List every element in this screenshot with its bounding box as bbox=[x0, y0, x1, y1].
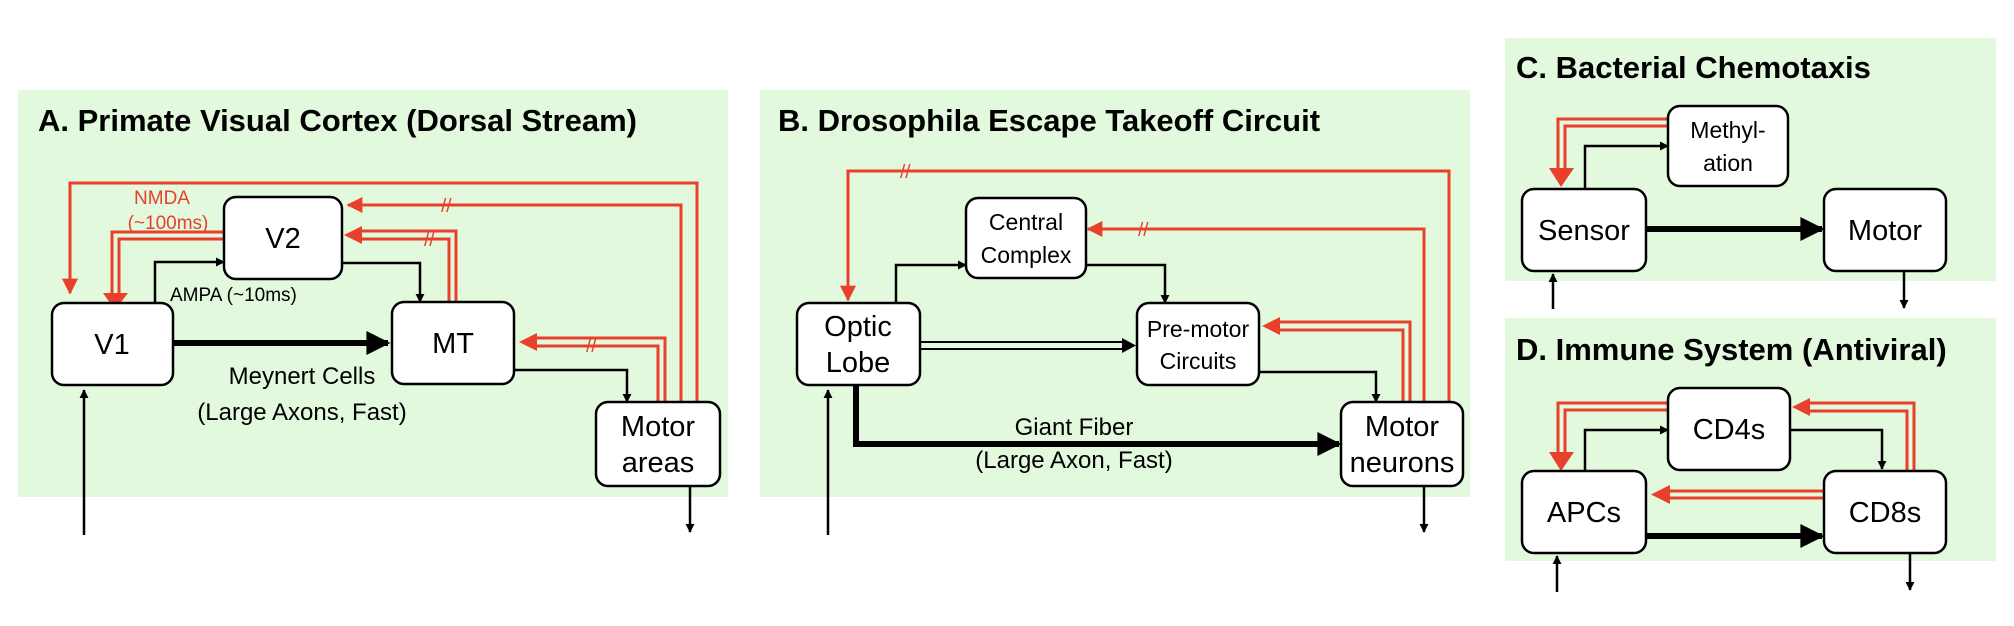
node-central-complex: Central Complex bbox=[964, 196, 1088, 280]
node-v1-label: V1 bbox=[94, 329, 129, 361]
node-mt: MT bbox=[390, 300, 516, 386]
node-methylation: Methyl- ation bbox=[1666, 104, 1790, 188]
panel-b-title: B. Drosophila Escape Takeoff Circuit bbox=[778, 103, 1320, 138]
node-motor-neurons: Motor neurons bbox=[1339, 400, 1465, 488]
edge-apcs-to-cd4s bbox=[1583, 425, 1669, 471]
meynert-sublabel: (Large Axons, Fast) bbox=[197, 399, 406, 426]
meynert-label: Meynert Cells bbox=[229, 363, 376, 390]
node-motor-neurons-label-2: neurons bbox=[1350, 447, 1455, 479]
node-motor-label: Motor bbox=[1848, 215, 1922, 247]
delay-mark-motor-v2: // bbox=[441, 196, 452, 217]
node-sensor: Sensor bbox=[1520, 187, 1648, 273]
delay-mark-motor-mt: // bbox=[586, 336, 597, 357]
feedback-motor-to-mt bbox=[519, 333, 667, 402]
panel-d: D. Immune System (Antiviral) APCs bbox=[1505, 318, 1996, 592]
feedback-methylation-to-sensor bbox=[1549, 117, 1668, 187]
node-premotor-circuits-label-2: Circuits bbox=[1160, 348, 1237, 374]
node-cd4s: CD4s bbox=[1666, 386, 1792, 472]
node-premotor-circuits-label-1: Pre-motor bbox=[1147, 316, 1250, 342]
panel-d-title: D. Immune System (Antiviral) bbox=[1516, 332, 1947, 367]
node-optic-lobe-label-1: Optic bbox=[824, 311, 892, 343]
node-cd4s-label: CD4s bbox=[1693, 414, 1766, 446]
edge-sensor-to-methylation bbox=[1583, 141, 1669, 189]
edge-cd4s-to-cd8s bbox=[1788, 428, 1887, 470]
edge-premotor-to-motorneurons bbox=[1258, 370, 1381, 403]
ampa-label: AMPA (~10ms) bbox=[170, 285, 297, 306]
node-optic-lobe: Optic Lobe bbox=[795, 301, 922, 387]
node-methylation-label-2: ation bbox=[1703, 150, 1753, 176]
panel-a-title: A. Primate Visual Cortex (Dorsal Stream) bbox=[38, 103, 637, 138]
feedback-motorneurons-to-optic bbox=[840, 169, 1451, 402]
panel-c-title: C. Bacterial Chemotaxis bbox=[1516, 50, 1871, 85]
node-methylation-label-1: Methyl- bbox=[1690, 117, 1765, 143]
node-motor-areas: Motor areas bbox=[594, 400, 722, 488]
node-mt-label: MT bbox=[432, 328, 474, 360]
node-motor: Motor bbox=[1822, 187, 1948, 273]
node-motor-neurons-label-1: Motor bbox=[1365, 411, 1439, 443]
node-v2-label: V2 bbox=[265, 223, 300, 255]
feedback-mt-to-v2 bbox=[344, 226, 458, 302]
edge-central-to-premotor bbox=[1085, 263, 1170, 304]
node-v2: V2 bbox=[222, 195, 344, 281]
feedback-cd4s-to-apcs bbox=[1549, 401, 1668, 471]
node-optic-lobe-label-2: Lobe bbox=[826, 347, 891, 379]
panel-c: C. Bacterial Chemotaxis Sensor Methyl- a… bbox=[1505, 38, 1996, 309]
feedback-motorneurons-to-central bbox=[1086, 221, 1426, 402]
feedback-cd8s-to-cd4s bbox=[1792, 398, 1916, 471]
node-motor-areas-label-1: Motor bbox=[621, 411, 695, 443]
edge-v2-to-mt bbox=[342, 261, 425, 303]
nmda-latency-label: (~100ms) bbox=[128, 213, 209, 234]
feedback-motor-to-v2 bbox=[346, 197, 683, 402]
feedback-motor-to-v1 bbox=[62, 181, 699, 402]
feedback-v2-to-v1-nmda bbox=[103, 230, 224, 310]
node-central-complex-label-1: Central bbox=[989, 209, 1063, 235]
feedback-cd8s-to-apcs bbox=[1651, 485, 1824, 504]
node-motor-areas-label-2: areas bbox=[622, 447, 695, 479]
edge-optic-to-premotor-double bbox=[920, 338, 1136, 353]
node-apcs: APCs bbox=[1520, 469, 1648, 555]
node-premotor-circuits: Pre-motor Circuits bbox=[1135, 301, 1261, 387]
giant-fiber-label: Giant Fiber bbox=[1015, 414, 1134, 441]
node-cd8s: CD8s bbox=[1822, 469, 1948, 555]
edge-v1-to-v2 bbox=[153, 257, 225, 303]
node-apcs-label: APCs bbox=[1547, 497, 1621, 529]
panel-a: A. Primate Visual Cortex (Dorsal Stream)… bbox=[18, 90, 728, 535]
nmda-label: NMDA bbox=[134, 188, 190, 209]
delay-mark-mt-v2: // bbox=[424, 230, 435, 251]
delay-mark-motorneurons-central: // bbox=[1138, 220, 1149, 241]
edge-optic-to-motorneurons-giant-fiber bbox=[853, 385, 1342, 456]
node-sensor-label: Sensor bbox=[1538, 215, 1630, 247]
giant-fiber-sublabel: (Large Axon, Fast) bbox=[975, 447, 1172, 474]
feedback-motorneurons-to-premotor bbox=[1262, 317, 1412, 402]
edge-mt-to-motor bbox=[514, 368, 632, 403]
delay-mark-motorneurons-optic: // bbox=[900, 162, 911, 183]
panel-b: B. Drosophila Escape Takeoff Circuit // … bbox=[760, 90, 1470, 535]
node-v1: V1 bbox=[50, 301, 175, 387]
edge-optic-to-central bbox=[894, 260, 967, 303]
node-cd8s-label: CD8s bbox=[1849, 497, 1922, 529]
node-central-complex-label-2: Complex bbox=[981, 242, 1072, 268]
